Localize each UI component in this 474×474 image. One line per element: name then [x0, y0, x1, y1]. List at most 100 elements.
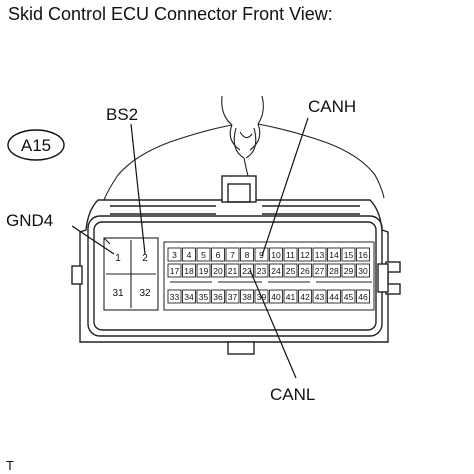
diagram-title: Skid Control ECU Connector Front View: — [8, 4, 333, 24]
pin-cavity — [196, 289, 211, 304]
pin-cavity — [240, 263, 254, 278]
pin-label: 30 — [358, 266, 368, 276]
pin-label: 2 — [142, 253, 148, 264]
pin-label: 29 — [344, 266, 354, 276]
pin-cavity — [298, 247, 312, 262]
pin-cavity — [167, 289, 182, 304]
pin-cavity — [312, 263, 327, 278]
pin-label: 6 — [216, 250, 221, 260]
connector-id-badge: A15 — [7, 129, 65, 161]
pin-cavity — [269, 263, 283, 278]
pin-cavity — [254, 263, 269, 278]
pin-label: 31 — [112, 288, 124, 299]
canh-leader — [261, 117, 309, 257]
pin-label: 9 — [259, 250, 264, 260]
pin-cavity — [182, 247, 196, 262]
pin-label: 43 — [315, 292, 325, 302]
pin-label: 20 — [213, 266, 223, 276]
pin-label: 28 — [329, 266, 339, 276]
pin-label: 18 — [184, 266, 194, 276]
pin-label: 23 — [257, 266, 267, 276]
pin-cavity — [327, 247, 341, 262]
pin-label: 21 — [228, 266, 238, 276]
pin-label: 45 — [344, 292, 354, 302]
leader-lines — [71, 117, 309, 379]
pin-cavity — [225, 247, 240, 262]
pin-label: 16 — [358, 250, 368, 260]
pin-label: 24 — [271, 266, 281, 276]
wire-harness — [103, 95, 385, 201]
pin-label: 10 — [271, 250, 281, 260]
pin-label: 32 — [139, 288, 151, 299]
pin-cavity — [356, 289, 370, 304]
pin-label: 44 — [329, 292, 339, 302]
small-pin-block — [163, 241, 375, 311]
pin-cavity — [283, 263, 298, 278]
pin-cavity — [182, 263, 196, 278]
pin-label: 11 — [286, 250, 295, 260]
pin-label: 14 — [329, 250, 339, 260]
pin-cavity — [341, 289, 356, 304]
pin-cavity — [341, 247, 356, 262]
pin-cavity — [167, 247, 182, 262]
pin-label: 13 — [315, 250, 325, 260]
pin-cavity — [240, 247, 254, 262]
pin-cavity — [298, 289, 312, 304]
pin-label: 38 — [242, 292, 252, 302]
pin-label: 33 — [170, 292, 180, 302]
connector-id: A15 — [21, 136, 51, 155]
pin-cavity — [283, 289, 298, 304]
pin-cavity — [327, 263, 341, 278]
pin-label: 36 — [213, 292, 223, 302]
pin-label: 46 — [358, 292, 368, 302]
pin-cavity — [312, 289, 327, 304]
pin-label: 35 — [199, 292, 209, 302]
pin-label: 4 — [187, 250, 192, 260]
pin-label: 27 — [315, 266, 325, 276]
pin-cavity — [283, 247, 298, 262]
big-pin-block — [103, 237, 159, 311]
label-canl: CANL — [270, 385, 315, 404]
pin-cavity — [167, 263, 182, 278]
pin-label: 8 — [245, 250, 250, 260]
pin-label: 34 — [184, 292, 194, 302]
pin-cavity — [298, 263, 312, 278]
pin-cavity — [327, 289, 341, 304]
pin-label: 41 — [286, 292, 296, 302]
pin-cavity — [240, 289, 254, 304]
pin-cavity — [225, 263, 240, 278]
pin-label: 22 — [242, 266, 252, 276]
label-gnd4: GND4 — [6, 211, 53, 230]
pin-label: 19 — [199, 266, 209, 276]
big-pin-labels: 1 2 31 32 — [112, 253, 151, 299]
pin-cavity — [269, 247, 283, 262]
pin-label: 25 — [286, 266, 296, 276]
pin-label: 12 — [300, 250, 310, 260]
pin-cavity — [225, 289, 240, 304]
pin-label: 3 — [172, 250, 177, 260]
pin-label: 40 — [271, 292, 281, 302]
label-canh: CANH — [308, 97, 356, 116]
pin-label: 1 — [115, 253, 121, 264]
gnd4-leader — [71, 225, 115, 255]
pin-cavity — [269, 289, 283, 304]
pin-label: 17 — [170, 266, 180, 276]
pin-cavity — [196, 263, 211, 278]
pin-cavity — [196, 247, 211, 262]
pin-label: 26 — [300, 266, 310, 276]
canl-leader — [249, 269, 297, 379]
pin-cavity — [211, 263, 225, 278]
pin-label: 37 — [228, 292, 238, 302]
pin-label: 15 — [344, 250, 354, 260]
pin-cavity — [356, 263, 370, 278]
pin-cavity — [254, 247, 269, 262]
pin-cavity — [356, 247, 370, 262]
pin-cavity — [211, 289, 225, 304]
label-bs2: BS2 — [106, 105, 138, 124]
pin-label: 7 — [230, 250, 235, 260]
pin-cavity — [211, 247, 225, 262]
bs2-leader — [130, 123, 146, 255]
